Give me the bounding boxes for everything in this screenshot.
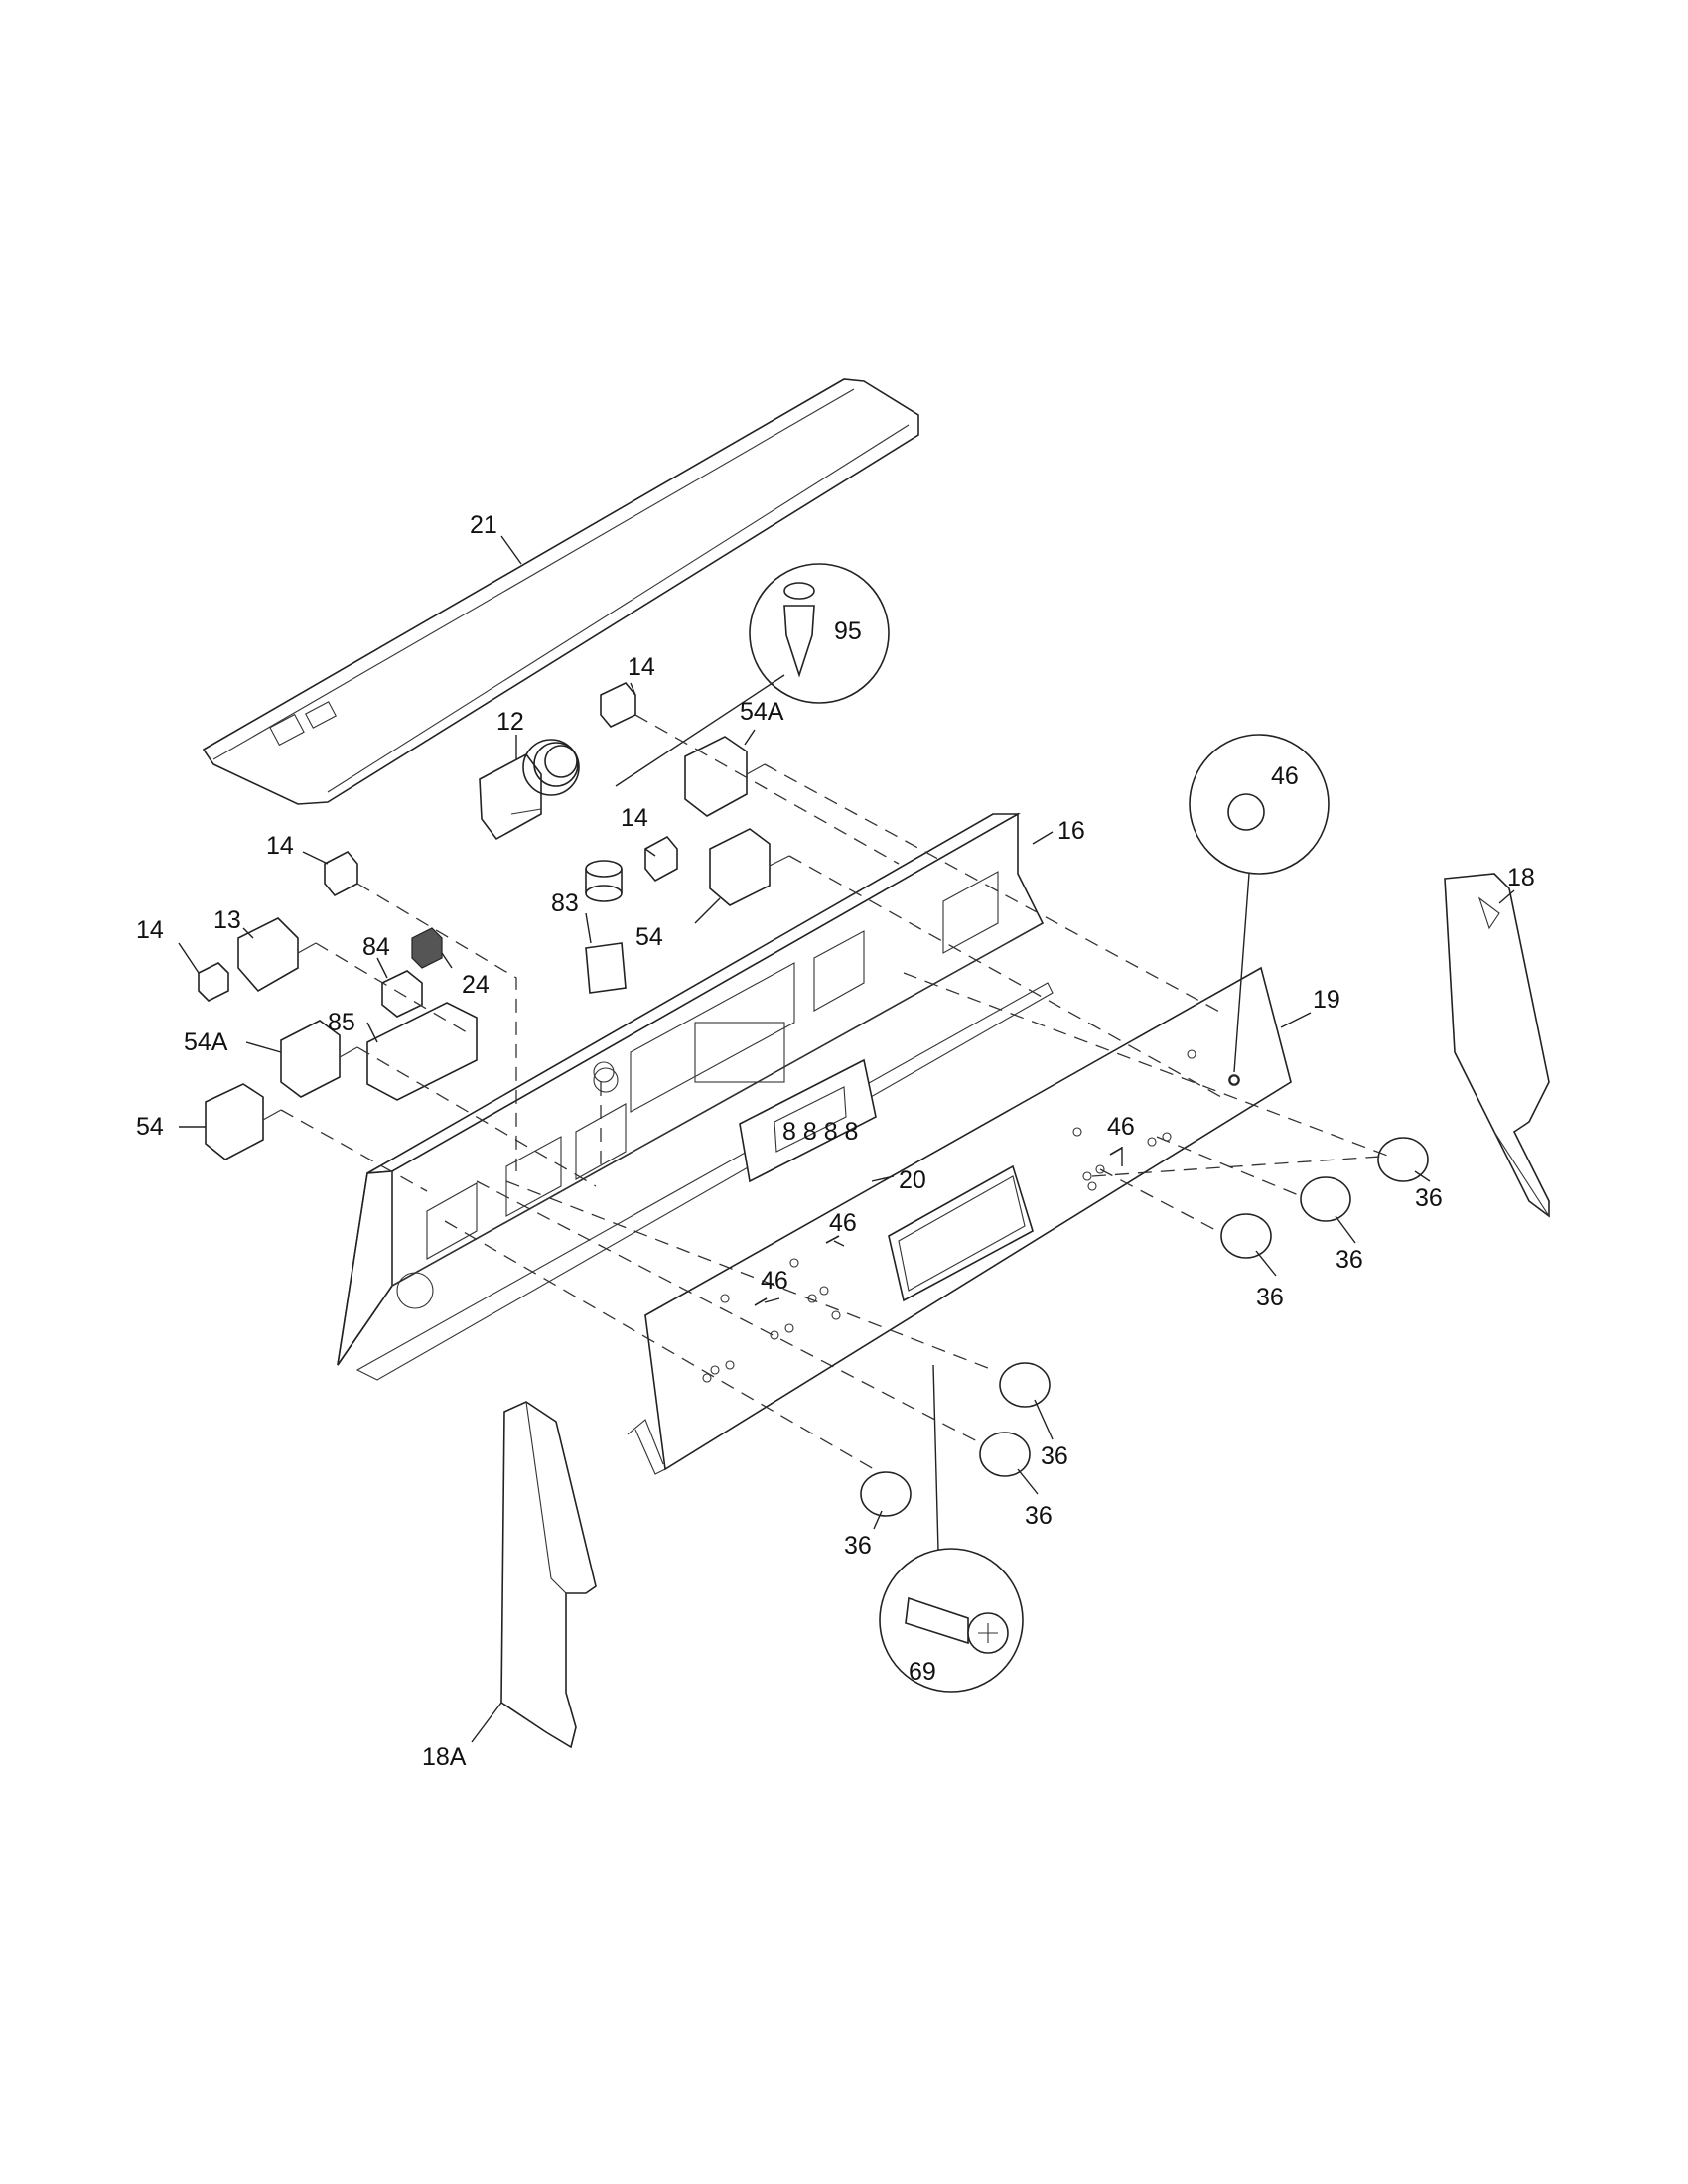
- label-69: 69: [909, 1658, 936, 1686]
- knob-36-d: [999, 1362, 1051, 1408]
- label-46-detail: 46: [1271, 762, 1299, 790]
- switch-54-mid: [709, 828, 790, 906]
- leader-lines: [178, 535, 1515, 1743]
- label-24: 24: [462, 971, 490, 999]
- screw-46-center: [825, 1235, 840, 1244]
- knob-36-f: [860, 1471, 912, 1517]
- switch-54a-left: [280, 1020, 358, 1098]
- thermostat-12: [479, 739, 580, 841]
- label-54a-top: 54A: [740, 698, 784, 726]
- switch-14-a: [600, 682, 636, 728]
- label-54-mid: 54: [635, 923, 663, 951]
- label-46-left: 46: [761, 1267, 788, 1295]
- detail-69: [879, 1364, 1024, 1693]
- label-18: 18: [1507, 864, 1535, 891]
- part-83: [585, 860, 627, 1083]
- label-14-a: 14: [628, 653, 655, 681]
- label-14-b: 14: [621, 804, 648, 832]
- label-85: 85: [328, 1009, 355, 1036]
- label-20: 20: [899, 1166, 926, 1194]
- label-14-d: 14: [136, 916, 164, 944]
- switch-14-d: [198, 962, 229, 1002]
- knob-36-a: [1377, 1137, 1429, 1182]
- label-14-c: 14: [266, 832, 294, 860]
- label-18a: 18A: [422, 1743, 467, 1771]
- label-36-c: 36: [1256, 1284, 1284, 1311]
- assembly-lines: [280, 714, 1391, 1470]
- label-84: 84: [362, 933, 390, 961]
- label-36-a: 36: [1415, 1184, 1443, 1212]
- label-54-left: 54: [136, 1113, 164, 1141]
- svg-text:8 8 8 8: 8 8 8 8: [782, 1118, 858, 1146]
- label-83: 83: [551, 889, 579, 917]
- label-19: 19: [1313, 986, 1340, 1014]
- detail-95: [615, 563, 890, 787]
- switch-13: [237, 917, 317, 993]
- label-46-right: 46: [1107, 1113, 1135, 1141]
- knob-36-b: [1300, 1176, 1351, 1222]
- switch-14-b: [644, 835, 678, 883]
- part-24: [411, 927, 443, 969]
- front-panel-19: [627, 966, 1292, 1475]
- display-board-20: 8 8 8 8: [739, 1058, 877, 1183]
- detail-46: [1189, 734, 1330, 1073]
- switch-54a-top: [684, 736, 766, 817]
- knob-36-e: [979, 1432, 1031, 1477]
- knob-36-c: [1220, 1213, 1272, 1259]
- label-36-d: 36: [1041, 1442, 1068, 1470]
- switch-54-left: [205, 1083, 282, 1160]
- label-46-center: 46: [829, 1209, 857, 1237]
- label-36-e: 36: [1025, 1502, 1053, 1530]
- label-36-f: 36: [844, 1532, 872, 1560]
- end-cap-18a: [500, 1401, 597, 1749]
- switch-14-c: [324, 850, 358, 897]
- label-16: 16: [1057, 817, 1085, 845]
- label-36-b: 36: [1336, 1246, 1363, 1274]
- part-85: [366, 1002, 478, 1101]
- end-cap-18: [1444, 873, 1550, 1218]
- screw-46-right: [1109, 1147, 1123, 1156]
- label-12: 12: [496, 708, 524, 736]
- label-95: 95: [834, 617, 862, 645]
- screw-46-left: [754, 1297, 768, 1306]
- trim-strip-21: [202, 378, 919, 805]
- label-54a-left: 54A: [184, 1028, 228, 1056]
- screw-46-hole: [1228, 1074, 1240, 1086]
- label-21: 21: [470, 511, 497, 539]
- label-13: 13: [213, 906, 241, 934]
- part-labels: 21 95 14 54A 12 14 16 46 18 14 83 54 13 …: [136, 511, 1535, 1771]
